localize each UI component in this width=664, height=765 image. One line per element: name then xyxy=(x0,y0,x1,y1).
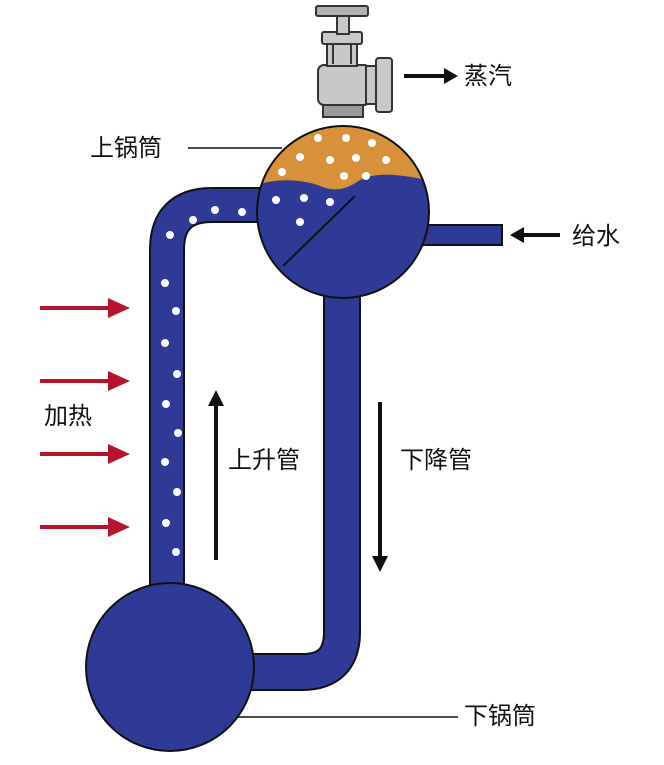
steam-arrow xyxy=(404,68,458,84)
feedwater-label: 给水 xyxy=(572,222,620,250)
upper-drum xyxy=(256,125,430,299)
riser-bubbles xyxy=(161,206,246,556)
riser-pipe xyxy=(149,187,270,620)
riser-flow-arrow xyxy=(208,390,224,560)
downcomer-label: 下降管 xyxy=(400,446,472,474)
valve-icon xyxy=(315,5,393,118)
lower-drum xyxy=(85,582,255,752)
feedwater-arrow xyxy=(510,227,560,243)
downcomer-pipe xyxy=(230,290,361,691)
heating-label: 加热 xyxy=(44,402,92,430)
riser-label: 上升管 xyxy=(228,446,300,474)
heat-arrow-icon xyxy=(40,298,130,537)
steam-label: 蒸汽 xyxy=(464,62,512,90)
lower-drum-label: 下锅筒 xyxy=(464,702,536,730)
upper-drum-label: 上锅筒 xyxy=(90,134,162,162)
steam-bubbles xyxy=(272,134,390,226)
downcomer-flow-arrow xyxy=(372,402,388,572)
